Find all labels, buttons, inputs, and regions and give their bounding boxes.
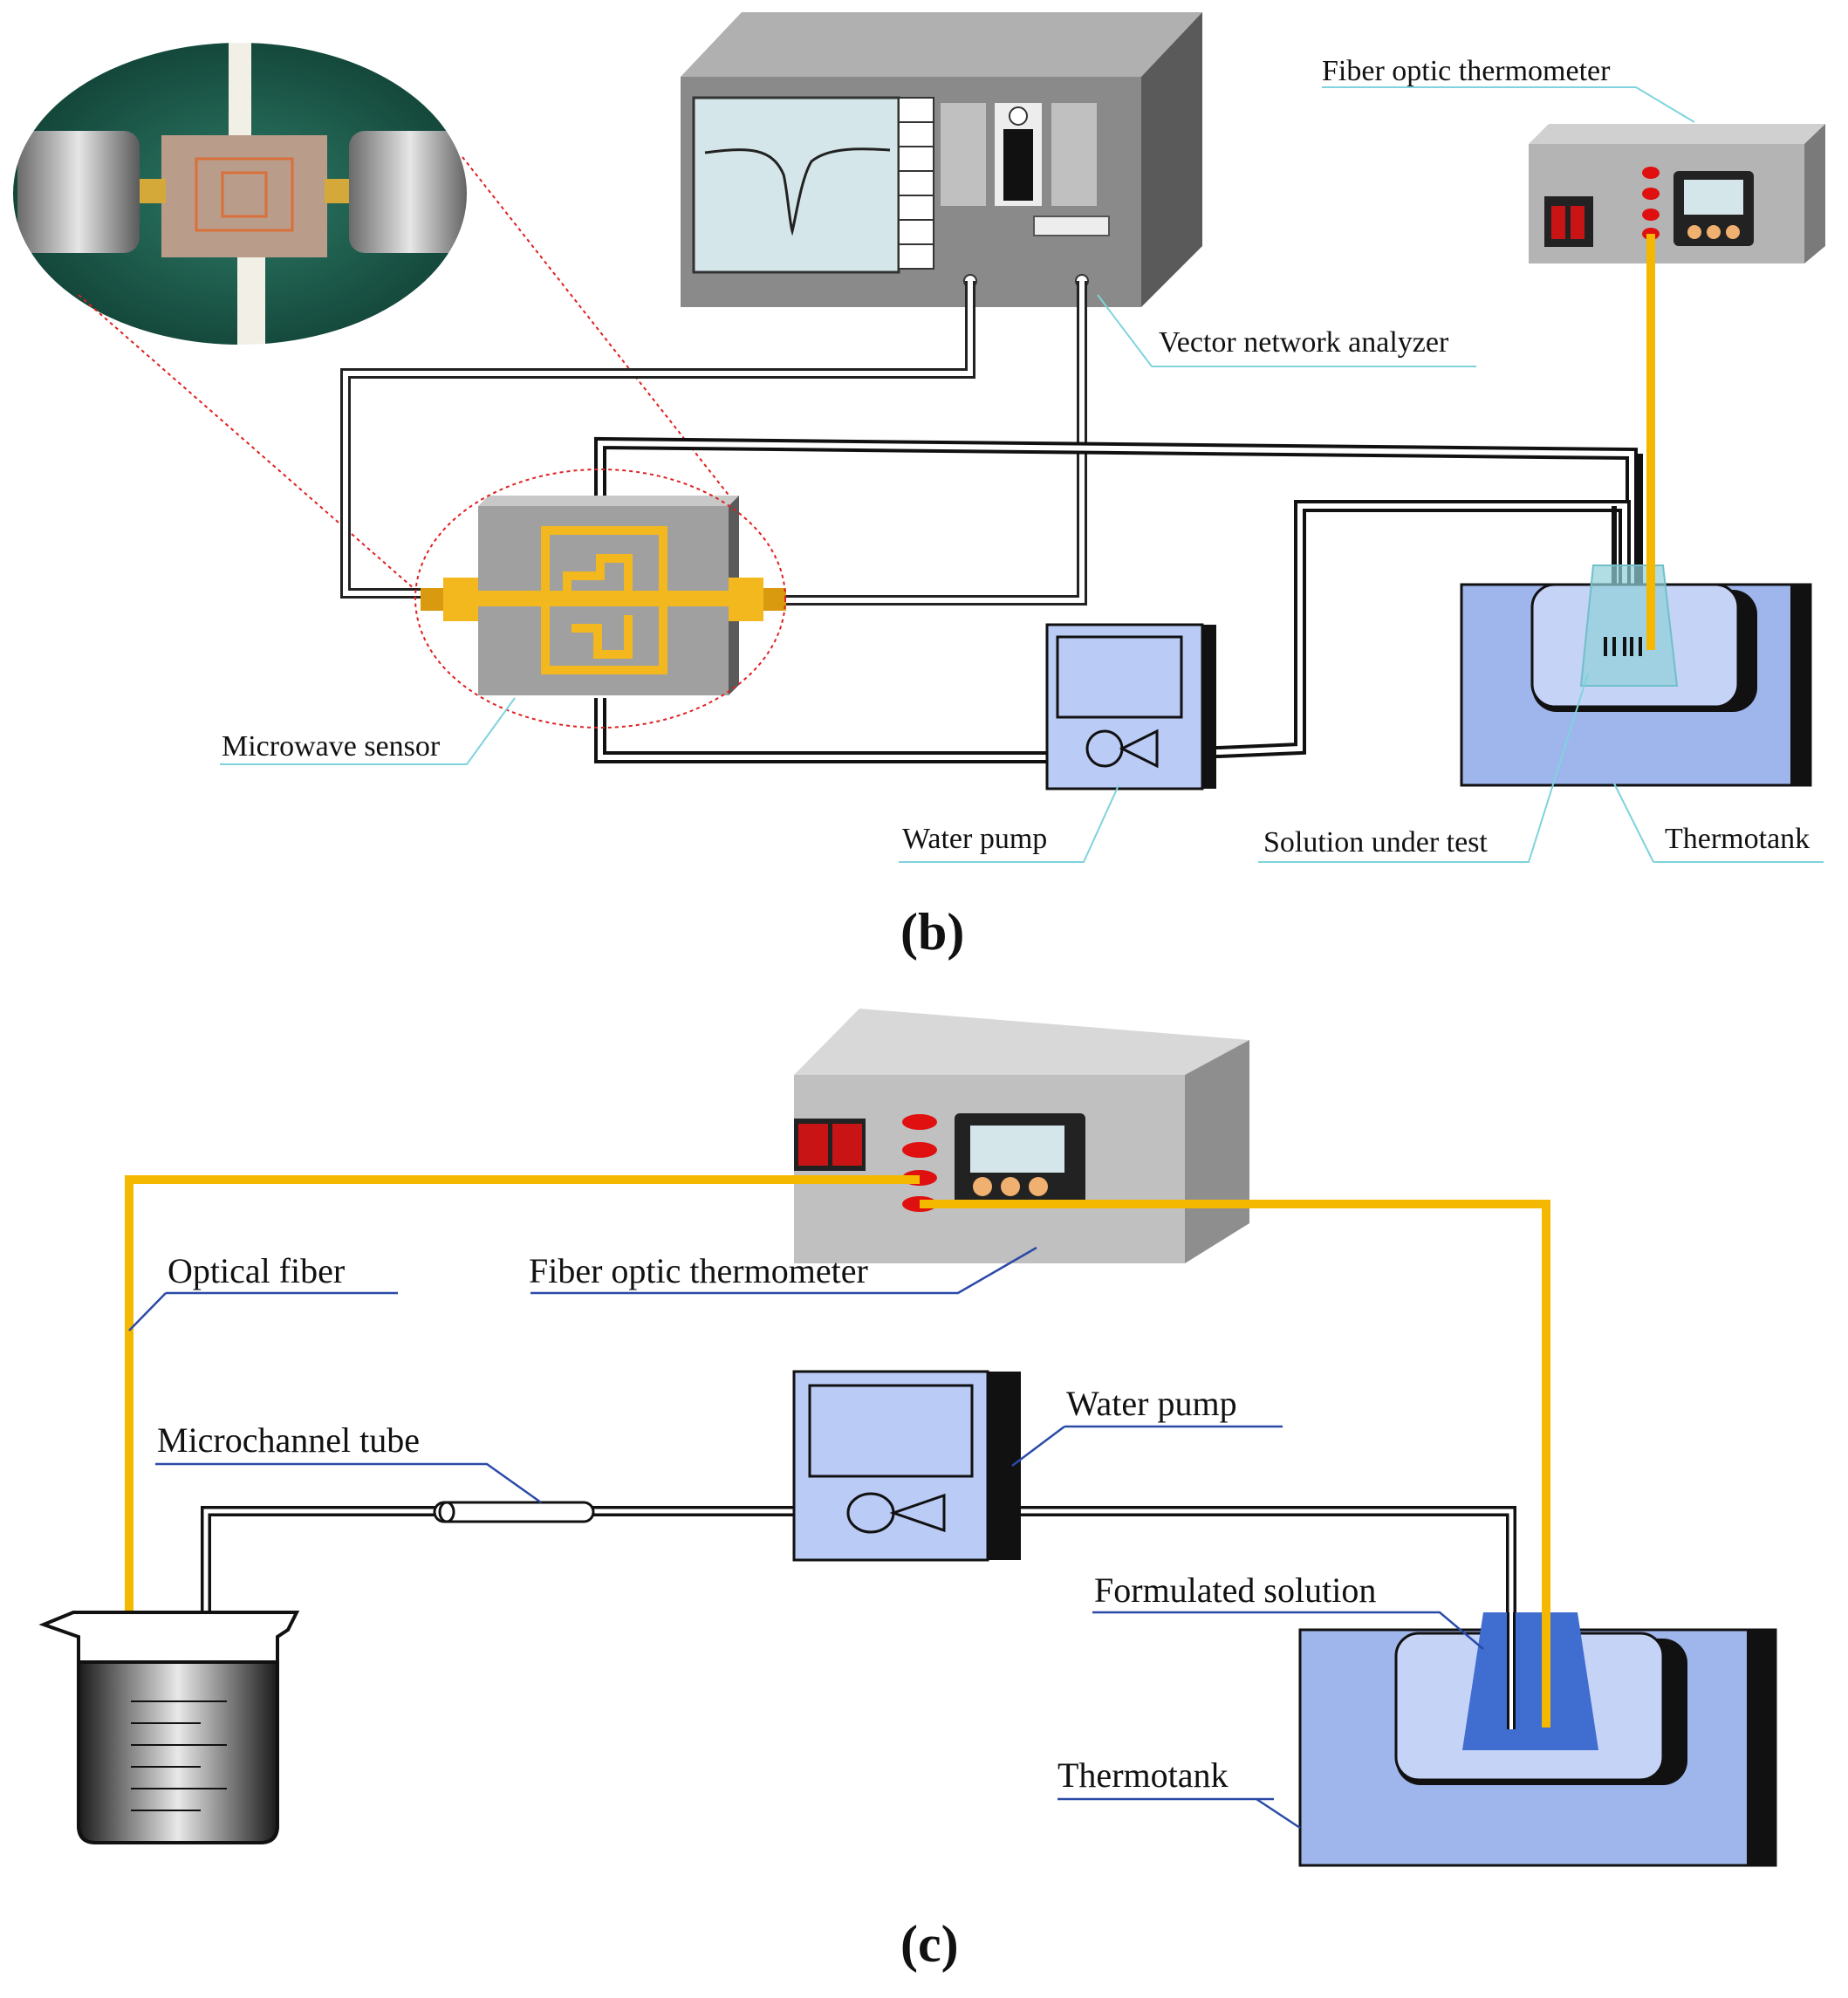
thermotank-c — [1298, 1612, 1777, 1867]
label-water-pump-b: Water pump — [902, 823, 1047, 855]
label-thermotank-b: Thermotank — [1665, 823, 1810, 855]
leader-lines-b — [220, 86, 1824, 863]
microwave-sensor — [421, 496, 786, 695]
label-vector-network-analyzer: Vector network analyzer — [1159, 326, 1449, 359]
label-fiber-optic-thermometer-b: Fiber optic thermometer — [1322, 55, 1611, 87]
label-optical-fiber: Optical fiber — [168, 1251, 345, 1290]
leader-lines-c — [128, 1246, 1484, 1830]
vna-cables — [340, 281, 1087, 606]
sensor-highlight-ellipse — [414, 469, 786, 729]
optical-fibers-c — [125, 1175, 1550, 1728]
resonance-curve — [704, 147, 891, 236]
microchannel-tube — [433, 1501, 595, 1523]
label-fiber-optic-thermometer-c: Fiber optic thermometer — [529, 1251, 868, 1290]
label-solution-under-test: Solution under test — [1263, 826, 1488, 859]
labels-c: Optical fiber Fiber optic thermometer Wa… — [157, 1251, 1376, 1795]
water-pump-c — [792, 1370, 1021, 1562]
fiber-optic-thermometer-b — [1529, 124, 1825, 263]
labels-b: Fiber optic thermometer Vector network a… — [222, 55, 1810, 859]
beaker — [38, 1611, 300, 1844]
panel-letter-c: (c) — [900, 1915, 959, 1973]
label-formulated-solution: Formulated solution — [1094, 1570, 1376, 1610]
thermotank-b — [1460, 565, 1812, 787]
vector-network-analyzer — [681, 12, 1202, 307]
label-water-pump-c: Water pump — [1066, 1384, 1237, 1423]
sensor-photo-inset — [10, 39, 470, 348]
water-pump-b — [1045, 623, 1216, 790]
panel-letter-b: (b) — [900, 903, 964, 961]
inset-link-line — [78, 294, 430, 603]
label-microchannel-tube: Microchannel tube — [157, 1420, 420, 1460]
label-microwave-sensor: Microwave sensor — [222, 730, 441, 763]
fiber-optic-thermometer-c — [794, 1009, 1249, 1263]
label-thermotank-c: Thermotank — [1057, 1755, 1229, 1795]
